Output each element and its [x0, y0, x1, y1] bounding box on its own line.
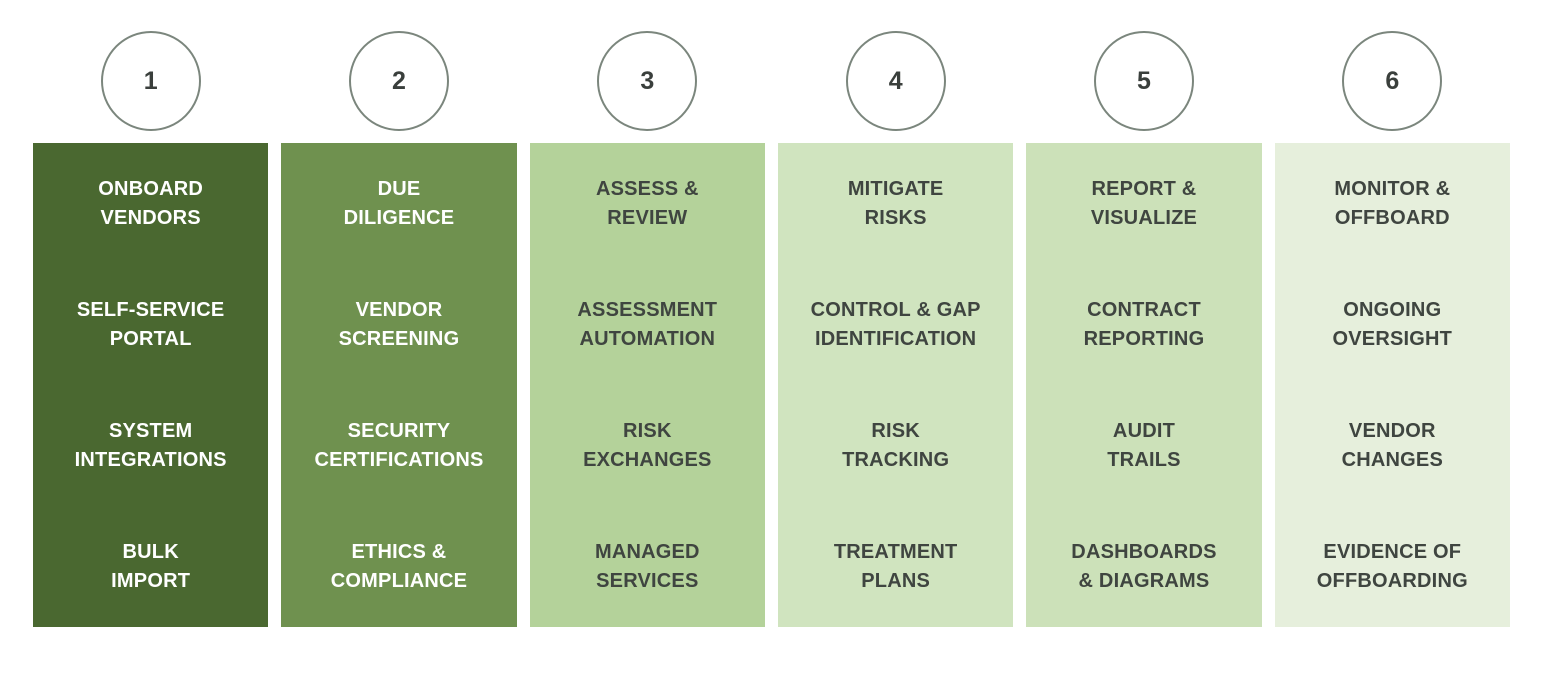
- stage-3-item-2: ASSESSMENT AUTOMATION: [530, 264, 765, 385]
- stage-1-number: 1: [143, 66, 158, 95]
- item-line: OFFBOARDING: [1316, 569, 1468, 592]
- item-line: RISK: [871, 419, 920, 442]
- item-line: MITIGATE: [847, 177, 944, 200]
- stage-5-item-2: CONTRACT REPORTING: [1026, 264, 1261, 385]
- item-line: ASSESSMENT: [577, 298, 718, 321]
- item-line: VISUALIZE: [1090, 206, 1198, 229]
- item-line: RISK: [623, 419, 672, 442]
- stage-1: 1 ONBOARD VENDORS SELF-SERVICE PORTAL SY…: [33, 31, 269, 627]
- item-line: RISKS: [864, 206, 927, 229]
- item-line: SYSTEM: [108, 419, 193, 442]
- item-line: ONBOARD: [98, 177, 204, 200]
- item-line: EXCHANGES: [583, 448, 712, 471]
- item-line: COMPLIANCE: [330, 569, 468, 592]
- stage-6-item-4: EVIDENCE OF OFFBOARDING: [1275, 506, 1510, 627]
- item-line: DASHBOARDS: [1071, 540, 1217, 563]
- stage-6-item-1: MONITOR & OFFBOARD: [1275, 143, 1510, 264]
- stage-1-item-4: BULK IMPORT: [33, 506, 268, 627]
- item-line: CHANGES: [1341, 448, 1444, 471]
- stage-1-item-2: SELF-SERVICE PORTAL: [33, 264, 268, 385]
- stage-4-item-4: TREATMENT PLANS: [778, 506, 1013, 627]
- stage-6-number: 6: [1385, 66, 1400, 95]
- stage-4-item-3: RISK TRACKING: [778, 385, 1013, 506]
- stage-4-item-1: MITIGATE RISKS: [778, 143, 1013, 264]
- item-line: IMPORT: [111, 569, 191, 592]
- stage-6-item-2: ONGOING OVERSIGHT: [1275, 264, 1510, 385]
- stage-3-number-circle: 3: [597, 31, 698, 131]
- stage-5-item-3: AUDIT TRAILS: [1026, 385, 1261, 506]
- item-line: ONGOING: [1343, 298, 1442, 321]
- item-line: AUTOMATION: [579, 327, 716, 350]
- item-line: PORTAL: [109, 327, 192, 350]
- item-line: EVIDENCE OF: [1323, 540, 1462, 563]
- stage-1-number-circle: 1: [100, 31, 201, 131]
- stage-panel-6: MONITOR & OFFBOARD ONGOING OVERSIGHT VEN…: [1274, 143, 1510, 627]
- item-line: AUDIT: [1112, 419, 1176, 442]
- stage-3-number: 3: [640, 66, 655, 95]
- stage-2-item-1: DUE DILIGENCE: [281, 143, 516, 264]
- stage-6-number-circle: 6: [1342, 31, 1443, 131]
- stage-panel-1: ONBOARD VENDORS SELF-SERVICE PORTAL SYST…: [33, 143, 269, 627]
- item-line: MONITOR &: [1334, 177, 1451, 200]
- item-line: BULK: [122, 540, 179, 563]
- item-line: TRACKING: [842, 448, 950, 471]
- item-line: SCREENING: [338, 327, 460, 350]
- item-line: REPORTING: [1083, 327, 1205, 350]
- stage-5-item-4: DASHBOARDS & DIAGRAMS: [1026, 506, 1261, 627]
- item-line: INTEGRATIONS: [74, 448, 227, 471]
- item-line: ETHICS &: [351, 540, 447, 563]
- item-line: DILIGENCE: [343, 206, 455, 229]
- item-line: CERTIFICATIONS: [314, 448, 484, 471]
- item-line: & DIAGRAMS: [1078, 569, 1210, 592]
- stage-panel-5: REPORT & VISUALIZE CONTRACT REPORTING AU…: [1026, 143, 1262, 627]
- stage-5-number: 5: [1137, 66, 1151, 95]
- stage-3-item-4: MANAGED SERVICES: [530, 506, 765, 627]
- stage-2-item-2: VENDOR SCREENING: [281, 264, 516, 385]
- item-line: CONTROL & GAP: [810, 298, 981, 321]
- stage-4-item-2: CONTROL & GAP IDENTIFICATION: [778, 264, 1013, 385]
- item-line: REPORT &: [1091, 177, 1197, 200]
- stage-6-item-3: VENDOR CHANGES: [1275, 385, 1510, 506]
- item-line: TREATMENT: [833, 540, 958, 563]
- stage-2-number-circle: 2: [348, 31, 449, 131]
- stage-6: 6 MONITOR & OFFBOARD ONGOING OVERSIGHT V…: [1274, 31, 1510, 627]
- stage-2: 2 DUE DILIGENCE VENDOR SCREENING SECURIT…: [281, 31, 517, 627]
- stage-4: 4 MITIGATE RISKS CONTROL & GAP IDENTIFIC…: [777, 31, 1014, 627]
- stage-3-item-1: ASSESS & REVIEW: [530, 143, 765, 264]
- stage-1-item-3: SYSTEM INTEGRATIONS: [33, 385, 268, 506]
- item-line: SELF-SERVICE: [76, 298, 225, 321]
- item-line: PLANS: [861, 569, 931, 592]
- stage-1-item-1: ONBOARD VENDORS: [33, 143, 268, 264]
- item-line: DUE: [377, 177, 421, 200]
- stage-4-number: 4: [888, 66, 903, 95]
- item-line: SECURITY: [347, 419, 451, 442]
- stage-2-number: 2: [392, 66, 406, 95]
- stage-3-item-3: RISK EXCHANGES: [530, 385, 765, 506]
- item-line: TRAILS: [1107, 448, 1181, 471]
- stage-2-item-4: ETHICS & COMPLIANCE: [281, 506, 516, 627]
- item-line: OVERSIGHT: [1332, 327, 1453, 350]
- process-diagram: 1 ONBOARD VENDORS SELF-SERVICE PORTAL SY…: [33, 31, 1510, 627]
- item-line: IDENTIFICATION: [814, 327, 977, 350]
- item-line: VENDOR: [1348, 419, 1436, 442]
- item-line: MANAGED: [594, 540, 700, 563]
- item-line: REVIEW: [607, 206, 688, 229]
- stage-3: 3 ASSESS & REVIEW ASSESSMENT AUTOMATION …: [529, 31, 765, 627]
- stage-5-number-circle: 5: [1093, 31, 1194, 131]
- stage-4-number-circle: 4: [845, 31, 946, 131]
- stage-5-item-1: REPORT & VISUALIZE: [1026, 143, 1261, 264]
- stage-panel-2: DUE DILIGENCE VENDOR SCREENING SECURITY …: [281, 143, 517, 627]
- stage-panel-4: MITIGATE RISKS CONTROL & GAP IDENTIFICAT…: [777, 143, 1014, 627]
- item-line: OFFBOARD: [1334, 206, 1450, 229]
- stage-panel-3: ASSESS & REVIEW ASSESSMENT AUTOMATION RI…: [529, 143, 765, 627]
- stage-2-item-3: SECURITY CERTIFICATIONS: [281, 385, 516, 506]
- item-line: VENDOR: [355, 298, 443, 321]
- item-line: SERVICES: [596, 569, 699, 592]
- item-line: ASSESS &: [595, 177, 699, 200]
- stage-5: 5 REPORT & VISUALIZE CONTRACT REPORTING …: [1026, 31, 1262, 627]
- item-line: VENDORS: [100, 206, 201, 229]
- item-line: CONTRACT: [1087, 298, 1201, 321]
